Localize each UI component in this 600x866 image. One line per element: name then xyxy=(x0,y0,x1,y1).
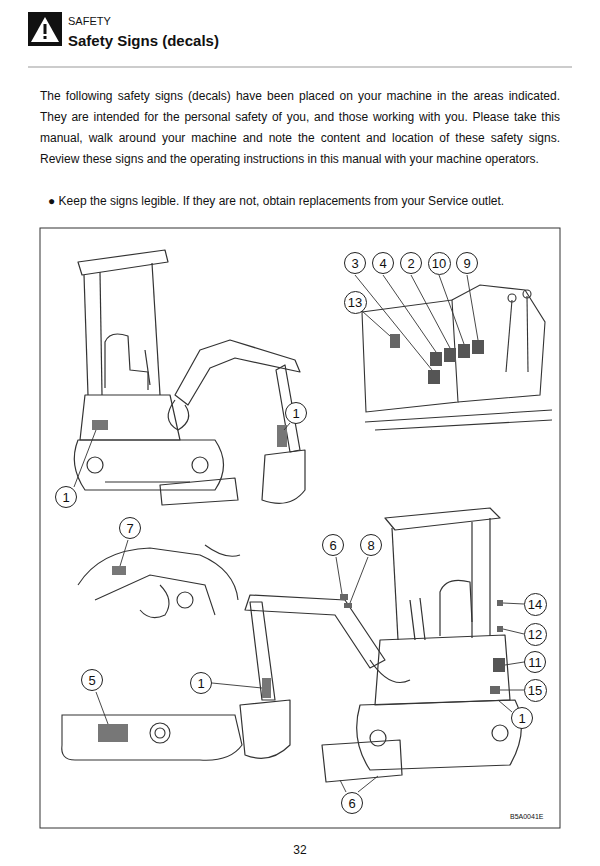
leader-lines xyxy=(74,275,524,792)
callout-circle: 5 xyxy=(81,669,103,691)
callout-circle: 1 xyxy=(285,402,307,424)
callout-circle: 12 xyxy=(524,623,547,646)
cab-detail-inset xyxy=(362,285,552,430)
cover-detail-inset xyxy=(62,715,242,760)
callout-circle: 3 xyxy=(344,252,366,274)
callout-number: 2 xyxy=(407,257,414,270)
callout-number: 6 xyxy=(329,539,336,552)
callout-number: 1 xyxy=(292,407,299,420)
callout-number: 9 xyxy=(463,257,470,270)
callout-circle: 9 xyxy=(456,252,478,274)
callout-circle: 6 xyxy=(341,792,363,814)
callout-number: 1 xyxy=(518,712,525,725)
callout-circle: 14 xyxy=(524,593,547,616)
callout-number: 8 xyxy=(367,539,374,552)
figure-frame xyxy=(40,228,560,828)
excavator-bottom-right xyxy=(240,508,521,782)
callout-circle: 1 xyxy=(190,672,212,694)
callout-number: 4 xyxy=(379,257,386,270)
callout-number: 13 xyxy=(348,296,362,309)
callout-number: 5 xyxy=(88,674,95,687)
callout-number: 3 xyxy=(351,257,358,270)
callout-circle: 2 xyxy=(400,252,422,274)
callout-number: 11 xyxy=(528,656,542,669)
callout-circle: 1 xyxy=(511,707,533,729)
engine-detail-inset xyxy=(78,545,240,618)
page-heading: Safety Signs (decals) xyxy=(68,32,219,49)
bullet-note: ● Keep the signs legible. If they are no… xyxy=(48,192,560,210)
callout-circle: 13 xyxy=(344,291,367,314)
callout-circle: 11 xyxy=(524,651,546,673)
callout-circle: 6 xyxy=(322,534,344,556)
callout-number: 1 xyxy=(197,677,204,690)
figure-code: B5A0041E xyxy=(510,812,543,821)
callout-circle: 10 xyxy=(428,252,451,275)
header-rule xyxy=(28,67,572,68)
callout-number: 7 xyxy=(126,522,133,535)
callout-circle: 15 xyxy=(524,679,547,702)
callout-number: 10 xyxy=(432,257,446,270)
section-name: SAFETY xyxy=(68,14,111,28)
warning-icon xyxy=(28,12,62,46)
intro-paragraph: The following safety signs (decals) have… xyxy=(40,86,560,170)
excavator-top-left xyxy=(74,250,305,505)
callout-circle: 1 xyxy=(55,486,77,508)
callout-circle: 7 xyxy=(119,517,141,539)
callout-number: 12 xyxy=(528,628,542,641)
callout-number: 6 xyxy=(348,797,355,810)
callout-number: 14 xyxy=(528,598,542,611)
callout-circle: 4 xyxy=(372,252,394,274)
page-number: 32 xyxy=(288,843,312,857)
callout-circle: 8 xyxy=(360,534,382,556)
callout-number: 15 xyxy=(528,684,542,697)
callout-number: 1 xyxy=(62,491,69,504)
